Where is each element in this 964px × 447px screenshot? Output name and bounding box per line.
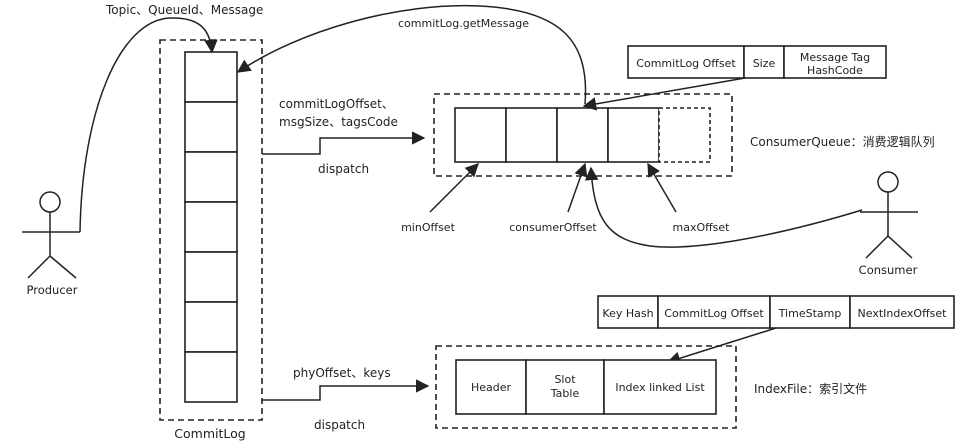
consumequeue-title: ConsumerQueue：消费逻辑队列	[750, 134, 935, 149]
consumer-head	[877, 171, 899, 193]
min-offset-label: minOffset	[401, 221, 455, 234]
indexfile-slot-line1: Slot	[554, 373, 576, 386]
commitlog-input-label: Topic、QueueId、Message	[105, 3, 263, 17]
index-entry-next-index-offset: NextIndexOffset	[858, 307, 948, 320]
producer-actor: Producer	[22, 191, 80, 297]
consumequeue-cell	[505, 107, 558, 163]
consumequeue-cell	[607, 107, 660, 163]
producer-to-commitlog-arrow	[79, 17, 218, 233]
cq-entry-tag-line2: HashCode	[807, 64, 863, 77]
commitlog-cell	[184, 51, 238, 103]
get-message-label: commitLog.getMessage	[398, 17, 529, 30]
consumequeue-cell	[556, 107, 609, 163]
commitlog-cell	[184, 351, 238, 403]
index-entry-commitlog-offset: CommitLog Offset	[664, 307, 764, 320]
commitlog-dashed-border	[159, 39, 263, 421]
commitlog-cell	[184, 301, 238, 353]
consumequeue-dispatch-field-2: msgSize、tagsCode	[279, 115, 398, 129]
consumer-actor: Consumer	[859, 171, 918, 277]
commitlog-cell	[184, 101, 238, 153]
commitlog-cell	[184, 151, 238, 203]
commitlog-cell	[184, 251, 238, 303]
cq-entry-size: Size	[753, 57, 776, 70]
consumer-offset-arrow	[567, 162, 588, 213]
consumequeue-cell	[658, 107, 711, 163]
indexfile-entry-table: Key Hash CommitLog Offset TimeStamp Next…	[597, 295, 955, 329]
consumequeue-dispatch-field-1: commitLogOffset、	[279, 97, 394, 111]
cq-entry-tag-line1: Message Tag	[800, 51, 870, 64]
indexfile-dispatch-fields: phyOffset、keys	[293, 366, 391, 380]
max-offset-arrow	[647, 162, 677, 213]
cq-entry-commitlog-offset: CommitLog Offset	[636, 57, 736, 70]
indexfile-dispatch-arrow	[262, 379, 430, 401]
indexfile-title: IndexFile：索引文件	[754, 381, 867, 396]
max-offset-label: maxOffset	[672, 221, 730, 234]
commitlog-label: CommitLog	[174, 426, 245, 441]
index-entry-key-hash: Key Hash	[602, 307, 653, 320]
indexfile-slot-line2: Table	[550, 387, 580, 400]
consumequeue-dispatch-arrow	[262, 131, 426, 155]
index-entry-arrow	[666, 327, 777, 365]
consumer-label: Consumer	[859, 263, 918, 277]
get-message-arrow	[236, 4, 587, 105]
consumequeue-entry-table: CommitLog Offset Size Message Tag HashCo…	[627, 45, 887, 79]
commitlog-cell	[184, 201, 238, 253]
index-entry-timestamp: TimeStamp	[778, 307, 842, 320]
producer-label: Producer	[27, 283, 78, 297]
indexfile-index-linked-list: Index linked List	[615, 381, 705, 394]
indexfile-sections: Header Slot Table Index linked List	[455, 359, 717, 415]
min-offset-arrow	[429, 163, 479, 213]
producer-head	[39, 191, 61, 213]
consumer-offset-label: consumerOffset	[509, 221, 597, 234]
indexfile-dashed-border	[435, 345, 737, 429]
cq-entry-arrow	[582, 77, 746, 111]
consumequeue-cells	[454, 107, 711, 163]
indexfile-header: Header	[471, 381, 512, 394]
consumer-to-offset-arrow	[584, 166, 863, 248]
commitlog-cells	[184, 51, 238, 403]
consumequeue-cell	[454, 107, 507, 163]
indexfile-dispatch-label: dispatch	[314, 418, 365, 432]
consumequeue-dispatch-label: dispatch	[318, 162, 369, 176]
